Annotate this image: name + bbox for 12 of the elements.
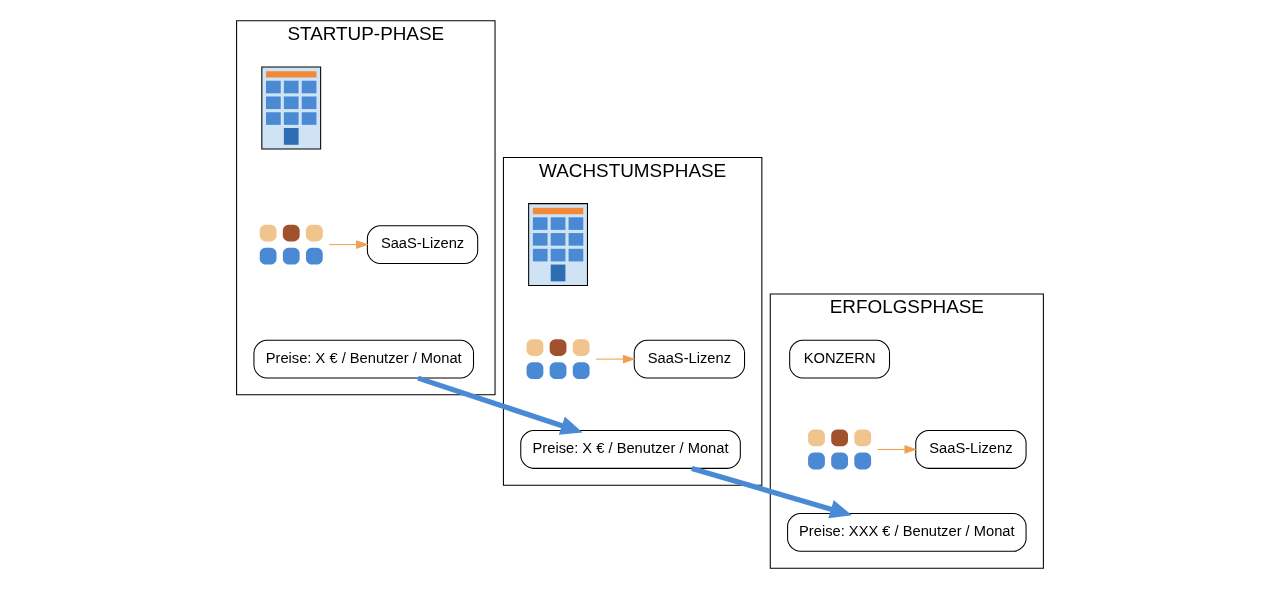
node-box: KONZERN	[789, 339, 890, 379]
arrow	[877, 445, 918, 454]
node-box: SaaS-Lizenz	[915, 430, 1027, 469]
arrow	[328, 240, 369, 250]
node-box: Preise: XXX € / Benutzer / Monat	[787, 513, 1027, 552]
node-box: Preise: X € / Benutzer / Monat	[520, 430, 741, 469]
node-box: Preise: X € / Benutzer / Monat	[253, 339, 474, 379]
arrow	[691, 465, 852, 519]
node-box: SaaS-Lizenz	[633, 339, 746, 379]
arrow	[595, 354, 636, 364]
node-box: SaaS-Lizenz	[366, 225, 479, 265]
arrow	[417, 375, 583, 435]
